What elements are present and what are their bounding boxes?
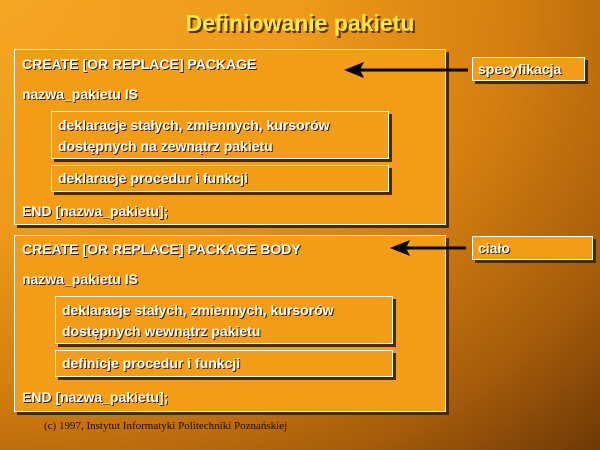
spec-arrow-icon xyxy=(344,62,468,78)
body-arrow-icon xyxy=(390,240,466,256)
spec-end-line: END [nazwa_pakietu]; xyxy=(22,203,169,219)
spec-label: specyfikacja xyxy=(472,57,585,81)
body-label: ciało xyxy=(472,236,593,260)
slide-title: Definiowanie pakietu xyxy=(185,10,415,36)
spec-procedures-text: deklaracje procedur i funkcji xyxy=(58,170,248,186)
spec-decl-line-1: deklaracje stałych, zmiennych, kursorów xyxy=(58,117,330,133)
body-name-line: nazwa_pakietu IS xyxy=(22,271,138,287)
body-end-line: END [nazwa_pakietu]; xyxy=(22,389,169,405)
body-decl-line-2: dostępnych wewnątrz pakietu xyxy=(62,323,261,339)
copyright-footer: (c) 1997, Instytut Informatyki Politechn… xyxy=(44,420,288,432)
spec-decl-line-2: dostępnych na zewnątrz pakietu xyxy=(58,138,273,154)
body-procedures-box: definicje procedur i funkcji xyxy=(55,350,393,377)
spec-declarations-box: deklaracje stałych, zmiennych, kursorów … xyxy=(51,111,389,159)
body-procedures-text: definicje procedur i funkcji xyxy=(62,355,241,371)
spec-name-line: nazwa_pakietu IS xyxy=(22,86,138,102)
body-decl-line-1: deklaracje stałych, zmiennych, kursorów xyxy=(62,302,334,318)
spec-procedures-box: deklaracje procedur i funkcji xyxy=(51,165,389,192)
body-create-line: CREATE [OR REPLACE] PACKAGE BODY xyxy=(22,241,301,257)
body-declarations-box: deklaracje stałych, zmiennych, kursorów … xyxy=(55,296,393,344)
spec-create-line: CREATE [OR REPLACE] PACKAGE xyxy=(22,56,257,72)
